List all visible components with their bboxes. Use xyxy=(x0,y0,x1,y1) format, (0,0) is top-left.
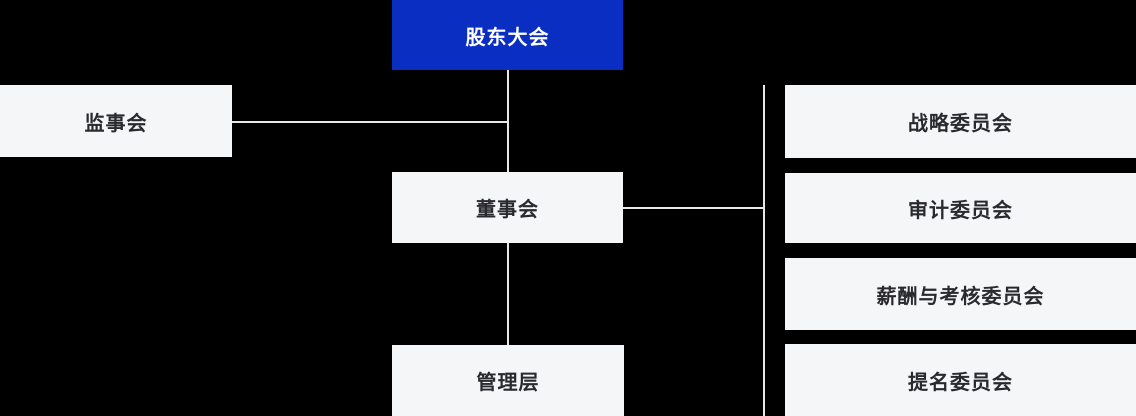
edge-board-to-management xyxy=(507,243,509,345)
node-management: 管理层 xyxy=(392,345,624,416)
node-label: 战略委员会 xyxy=(908,113,1013,135)
node-label: 审计委员会 xyxy=(908,199,1013,222)
edge-board-to-committees xyxy=(623,207,765,209)
edge-committees-trunk xyxy=(763,85,765,416)
node-label: 管理层 xyxy=(476,372,540,394)
node-shareholders-meeting: 股东大会 xyxy=(392,0,623,70)
node-label: 股东大会 xyxy=(465,26,550,49)
node-remuneration-assessment-committee: 薪酬与考核委员会 xyxy=(785,258,1136,330)
node-supervisory-board: 监事会 xyxy=(0,85,232,157)
node-label: 提名委员会 xyxy=(908,371,1013,394)
node-nomination-committee: 提名委员会 xyxy=(785,344,1136,416)
node-label: 薪酬与考核委员会 xyxy=(876,285,1045,308)
node-board-of-directors: 董事会 xyxy=(392,172,623,243)
node-label: 监事会 xyxy=(84,112,148,135)
edge-supervisory-branch xyxy=(232,121,508,123)
node-strategy-committee: 战略委员会 xyxy=(785,85,1136,158)
node-label: 董事会 xyxy=(476,199,539,221)
edge-shareholders-to-board xyxy=(507,70,509,172)
node-audit-committee: 审计委员会 xyxy=(785,173,1136,243)
